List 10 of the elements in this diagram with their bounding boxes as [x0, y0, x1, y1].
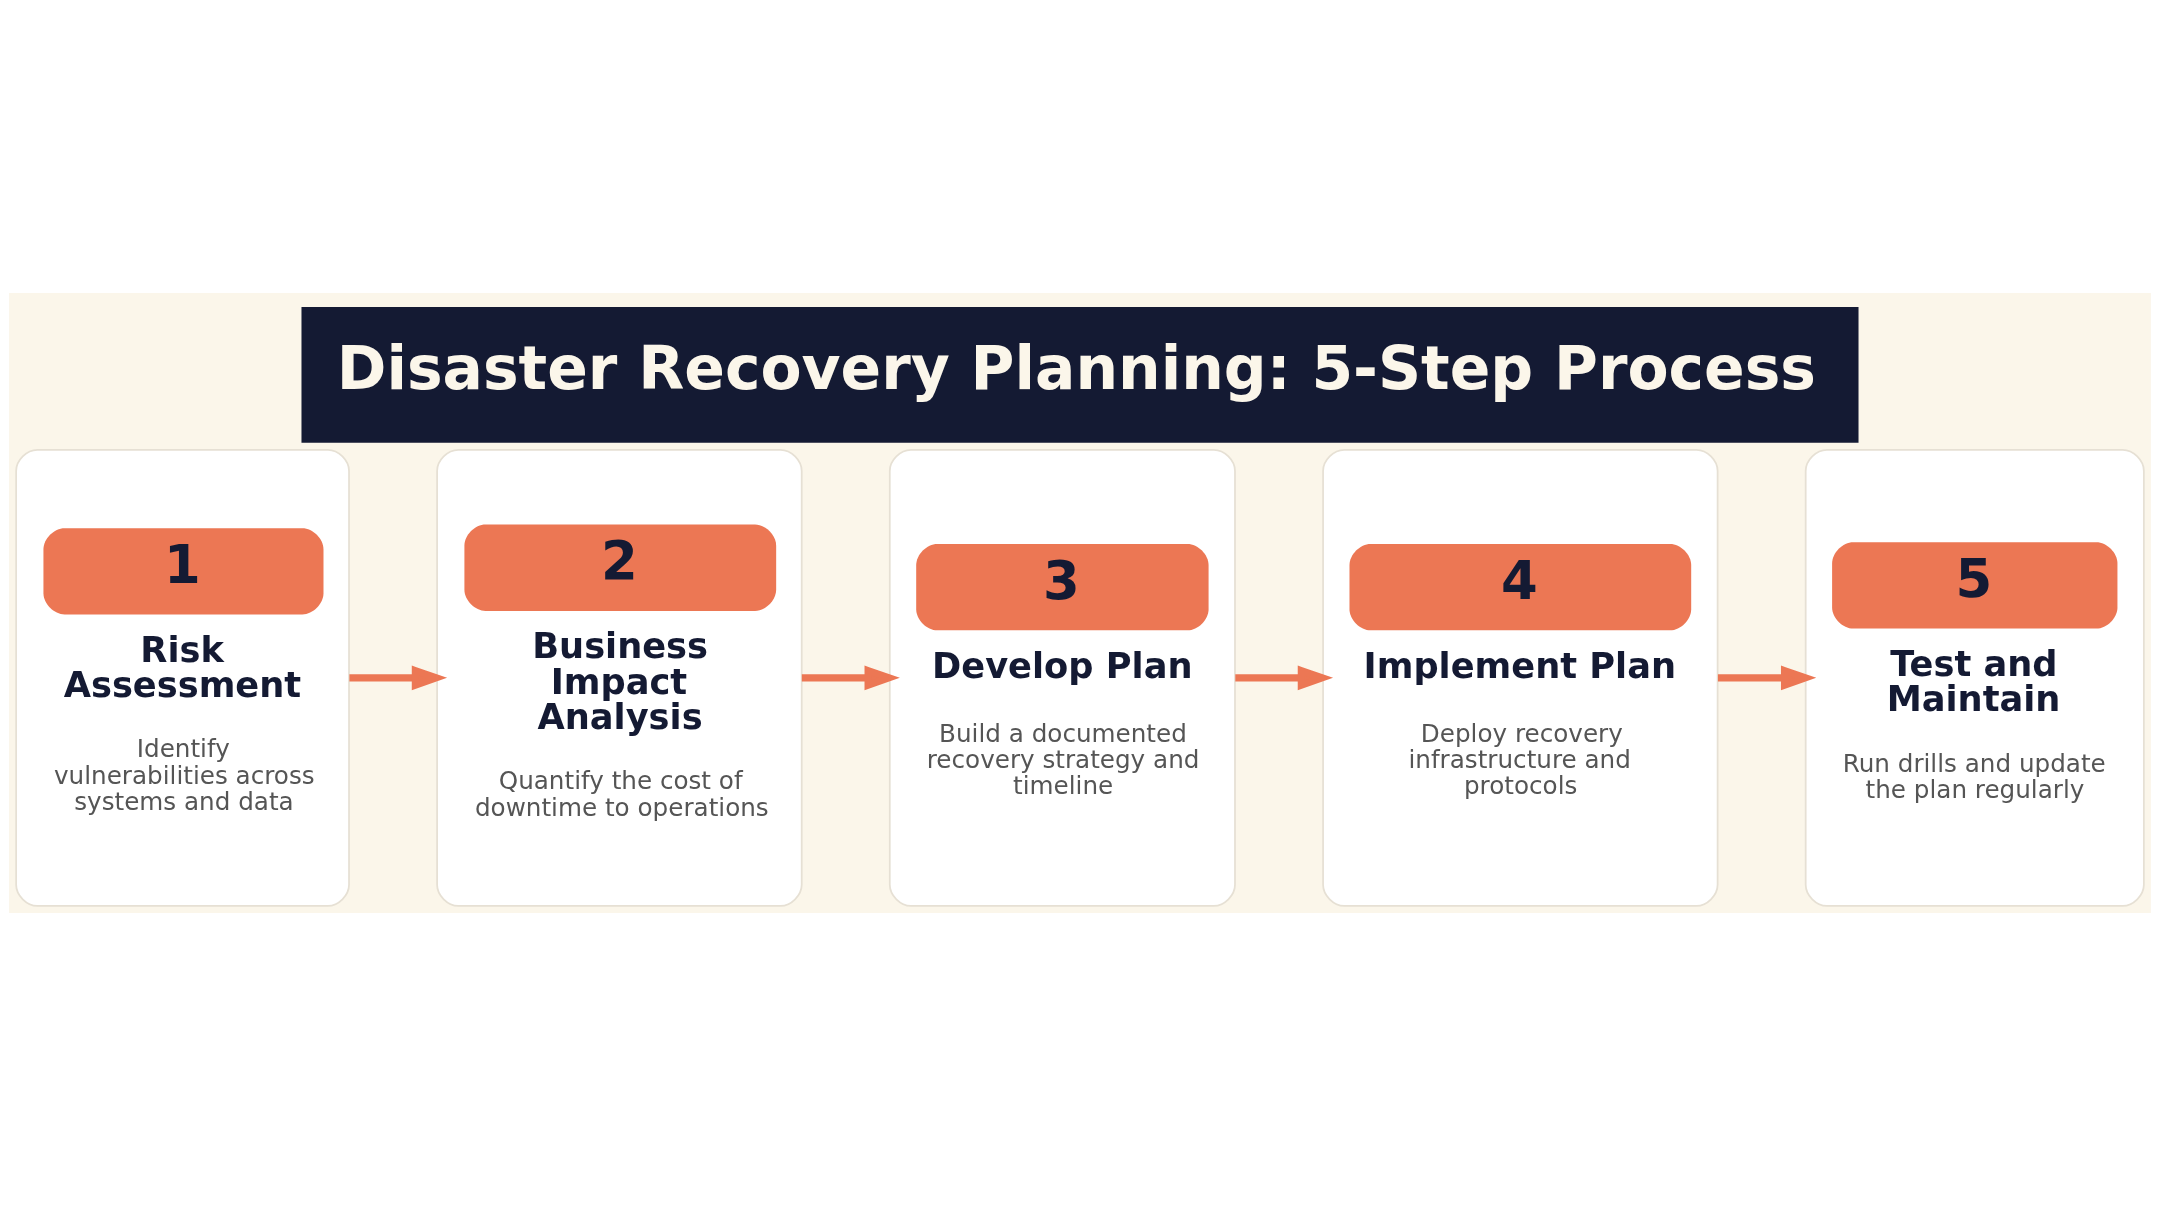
node-box: 3 Develop Plan Build a documented recovery strategy and timeline [888, 448, 1236, 907]
node-box: 5 Test and Maintain Run drills and update the plan regularly [1804, 448, 2145, 907]
arrow [801, 665, 900, 691]
arrow [349, 665, 448, 691]
arrow [1717, 665, 1817, 691]
arrow [1235, 665, 1334, 691]
node-box: 2 Business Impact Analysis Quantify the cost of downtime to operations [436, 448, 803, 907]
node-box: 1 Risk Assessment Identify vulnerabilities across systems and data [15, 448, 350, 907]
diagram-title: Disaster Recovery Planning: 5-Step Process [336, 333, 1816, 404]
node-box: 4 Implement Plan Deploy recovery infrastructure and protocols [1322, 448, 1719, 907]
